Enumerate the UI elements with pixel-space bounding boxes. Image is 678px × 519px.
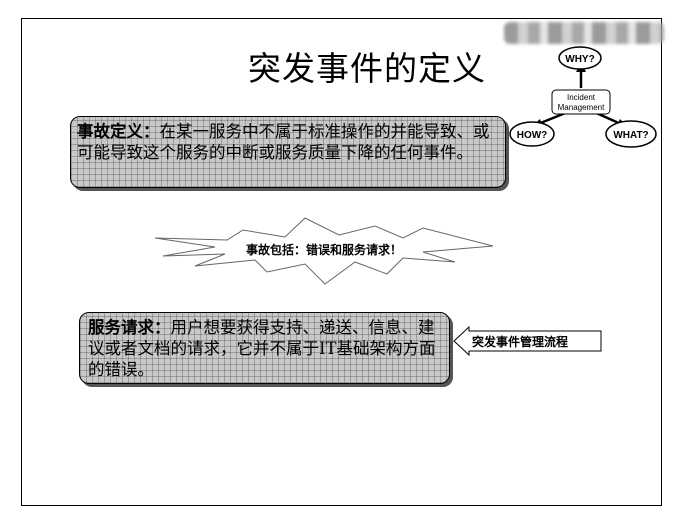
incident-definition-box: 事故定义：在某一服务中不属于标准操作的并能导致、或可能导致这个服务的中断或服务质… bbox=[70, 116, 506, 188]
why-label: WHY? bbox=[565, 54, 594, 65]
service-request-box: 服务请求：用户想要获得支持、递送、信息、建议或者文档的请求，它并不属于IT基础架… bbox=[79, 312, 450, 384]
incident-management-box: Incident Management bbox=[551, 89, 611, 115]
how-bubble: HOW? bbox=[509, 121, 555, 147]
center-line-2: Management bbox=[558, 103, 605, 112]
slide-frame bbox=[21, 18, 662, 506]
incident-management-diagram: WHY? Incident Management HOW? WHAT? bbox=[509, 46, 657, 148]
left-arrow-callout bbox=[453, 326, 602, 356]
service-request-term: 服务请求： bbox=[88, 318, 171, 337]
what-bubble: WHAT? bbox=[605, 120, 657, 148]
why-bubble: WHY? bbox=[558, 46, 602, 70]
starburst-shape bbox=[155, 217, 493, 285]
definition-term: 事故定义： bbox=[77, 122, 160, 141]
center-line-1: Incident bbox=[567, 93, 596, 102]
definition-text: 在某一服务中不属于标准操作的并能导致、或可能导致这个服务的中断或服务质量下降的任… bbox=[77, 122, 490, 162]
callout-text: 突发事件管理流程 bbox=[472, 335, 569, 349]
slide-title: 突发事件的定义 bbox=[248, 49, 486, 88]
blurred-header-strip bbox=[504, 22, 664, 44]
how-label: HOW? bbox=[517, 130, 548, 141]
what-label: WHAT? bbox=[613, 130, 648, 141]
service-request-text: 用户想要获得支持、递送、信息、建议或者文档的请求，它并不属于IT基础架构方面的错… bbox=[88, 318, 436, 379]
burst-text: 事故包括：错误和服务请求！ bbox=[245, 243, 402, 257]
